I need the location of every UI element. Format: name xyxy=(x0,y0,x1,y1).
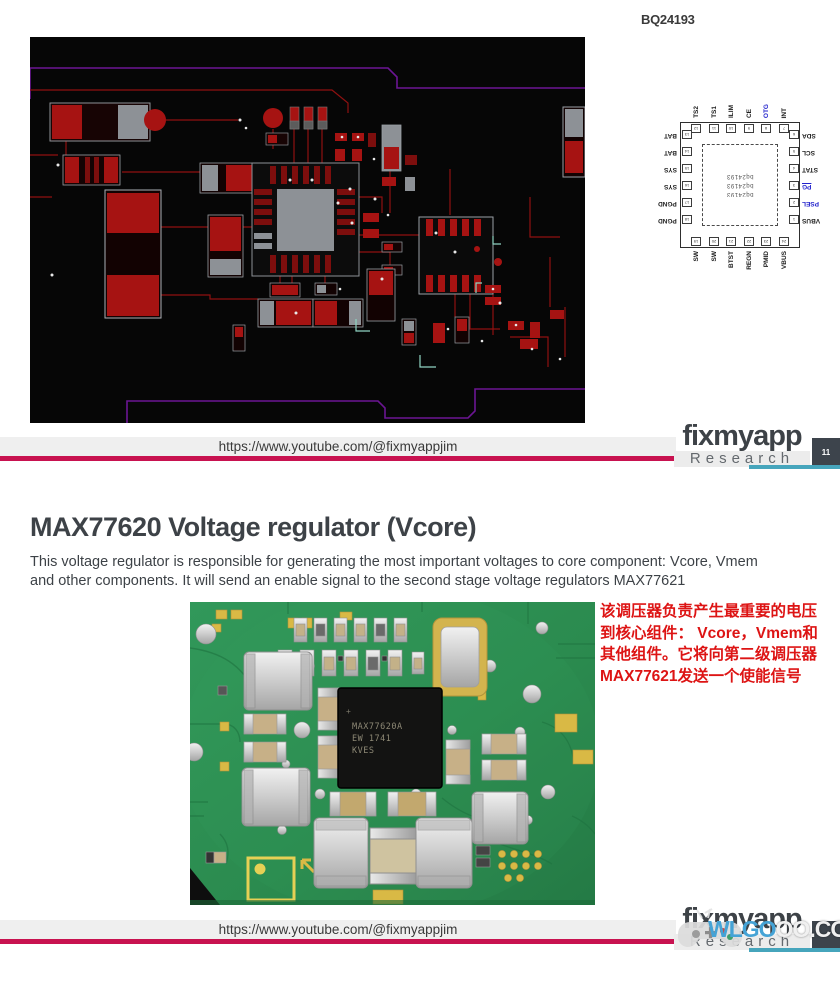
pin-label: VBUS xyxy=(802,217,821,224)
brand-name: fixmyapp xyxy=(682,420,802,452)
pin-label: PMID xyxy=(763,251,770,268)
pin-box: 22 xyxy=(744,237,754,246)
game-controller-icon xyxy=(678,908,742,947)
pin-box: 14 xyxy=(682,147,692,156)
brand-logo: fixmyapp Research xyxy=(674,421,810,467)
pin-label: BTST xyxy=(728,251,735,268)
pin-box: 13 xyxy=(682,130,692,139)
pin-label: PG xyxy=(802,183,812,190)
pin-box: 16 xyxy=(682,181,692,190)
pin-box: 19 xyxy=(691,237,701,246)
chinese-annotation: 该调压器负责产生最重要的电压 到核心组件： Vcore，Vmem和 其他组件。它… xyxy=(600,601,840,687)
chip-marking-line: MAX77620A xyxy=(352,722,403,732)
pin-box: 11 xyxy=(709,124,719,133)
slide1-footer: https://www.youtube.com/@fixmyappjim fix… xyxy=(0,421,840,501)
pin-box: 1 xyxy=(789,215,799,224)
photo-corner xyxy=(190,868,220,905)
max77620-chip: + MAX77620A EW 1741 KVES xyxy=(337,687,443,789)
pin-box: 24 xyxy=(779,237,789,246)
pin-label: SDA xyxy=(802,132,816,139)
pin-box: 15 xyxy=(682,164,692,173)
pin-box: 2 xyxy=(789,198,799,207)
annotation-line: MAX77621发送一个使能信号 xyxy=(600,667,802,685)
slide2-title: MAX77620 Voltage regulator (Vcore) xyxy=(30,512,477,542)
annotation-line: 到核心组件： Vcore，Vmem和 xyxy=(600,624,818,642)
pin-label: SYS xyxy=(663,166,677,173)
brand-subtitle: Research xyxy=(674,451,810,467)
footer-url: https://www.youtube.com/@fixmyappjim xyxy=(218,439,458,454)
pin-box: 17 xyxy=(682,198,692,207)
page-number-badge xyxy=(812,921,840,949)
footer-url-band: https://www.youtube.com/@fixmyappjim xyxy=(0,920,676,939)
watermark-text: WLGOOO.COM xyxy=(708,916,840,943)
footer-accent-bar-magenta xyxy=(0,456,676,461)
body-line: and other components. It will send an en… xyxy=(30,572,686,589)
pin-label: TS2 xyxy=(693,106,700,118)
components xyxy=(49,102,585,368)
pin-box: 3 xyxy=(789,181,799,190)
pin-box: 7 xyxy=(779,124,789,133)
chip-marking-line: KVES xyxy=(352,746,374,756)
vias xyxy=(50,118,562,361)
watermark-text-blue: WLGO xyxy=(708,916,777,942)
pcb-layout-image xyxy=(30,37,585,423)
pin-label: VBUS xyxy=(781,251,788,270)
pin-label: SYS xyxy=(663,183,677,190)
pin-box: 18 xyxy=(682,215,692,224)
pin-label: PGND xyxy=(658,200,677,207)
slide2-body-text: This voltage regulator is responsible fo… xyxy=(30,553,758,590)
chip-marking-line: EW 1741 xyxy=(352,734,391,744)
pin-label: ILIM xyxy=(728,105,735,118)
pin-label: SW xyxy=(711,251,718,262)
pin-box: 4 xyxy=(789,164,799,173)
pin-label: BAT xyxy=(664,149,677,156)
body-line: This voltage regulator is responsible fo… xyxy=(30,554,758,570)
page-number-badge: 11 xyxy=(812,438,840,466)
doc-label: BQ24193 xyxy=(641,12,695,27)
pin-box: 10 xyxy=(726,124,736,133)
pin-label: CE xyxy=(746,108,753,118)
pin-box: 5 xyxy=(789,147,799,156)
pin-label: OTG xyxy=(763,103,770,118)
pcb-photo-image: + MAX77620A EW 1741 KVES xyxy=(190,602,595,905)
pin-box: 9 xyxy=(744,124,754,133)
watermark: WLGOOO.COM xyxy=(674,906,840,956)
footer-accent-bar-magenta xyxy=(0,939,676,944)
pin-label: PSEL xyxy=(802,200,819,207)
pin-label: SW xyxy=(693,251,700,262)
pin-label: PGND xyxy=(658,217,677,224)
qfn-package-outline xyxy=(680,122,800,248)
pin-label: STAT xyxy=(802,166,819,173)
pin-box: 23 xyxy=(761,237,771,246)
annotation-line: 该调压器负责产生最重要的电压 xyxy=(600,603,818,620)
board-outline xyxy=(30,67,585,423)
footer-url: https://www.youtube.com/@fixmyappjim xyxy=(218,922,458,937)
crystal xyxy=(432,617,488,697)
footer-accent-bar-teal xyxy=(749,948,840,952)
capacitors xyxy=(205,685,527,868)
pin-box: 12 xyxy=(691,124,701,133)
watermark-text-white: OO.COM xyxy=(775,916,840,942)
pin-label: SCL xyxy=(802,149,815,156)
pin-label: REGN xyxy=(746,251,753,270)
pin-box: 20 xyxy=(709,237,719,246)
svg-text:+: + xyxy=(346,707,351,716)
pin-box: 6 xyxy=(789,130,799,139)
pin-box: 21 xyxy=(726,237,736,246)
small-capacitors-top xyxy=(277,617,425,677)
footer-accent-bar-teal xyxy=(749,465,840,469)
annotation-line: 其他组件。它将向第二级调压器 xyxy=(600,646,818,663)
pin-label: TS1 xyxy=(711,106,718,118)
pin-label: BAT xyxy=(664,132,677,139)
inductors xyxy=(241,651,529,889)
pin-box: 8 xyxy=(761,124,771,133)
footer-url-band: https://www.youtube.com/@fixmyappjim xyxy=(0,437,676,456)
pin-label: INT xyxy=(781,107,788,118)
thermal-pad-outline xyxy=(702,144,778,226)
